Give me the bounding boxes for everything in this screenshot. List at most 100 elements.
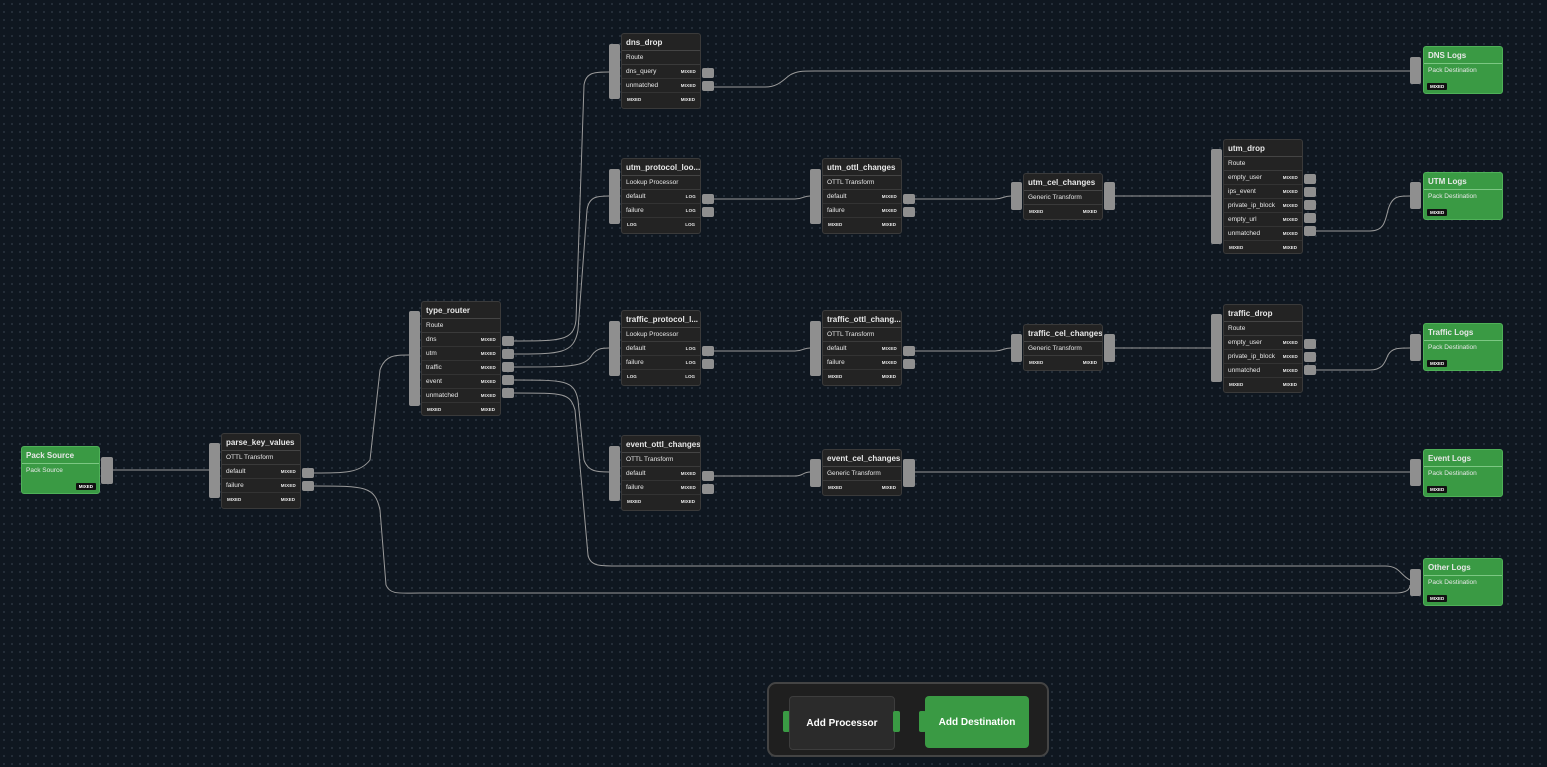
utm-logs-destination-node[interactable]: UTM Logs Pack Destination MIXED: [1423, 172, 1503, 220]
trottl-port-failure[interactable]: [903, 359, 915, 369]
traffic-ottl-changes-node[interactable]: traffic_ottl_chang... OTTL Transform def…: [822, 310, 902, 386]
wire-router-dnsdrop: [513, 71, 610, 342]
wire-trottl-trcel: [915, 347, 1012, 352]
utmottl-input-port[interactable]: [810, 169, 821, 224]
node-title: type_router: [422, 302, 500, 319]
evcel-output-port[interactable]: [903, 459, 915, 487]
trlookup-port-failure[interactable]: [702, 359, 714, 369]
utmottl-port-failure[interactable]: [903, 207, 915, 217]
evottl-port-default[interactable]: [702, 471, 714, 481]
dnsdrop-port-unmatched[interactable]: [702, 81, 714, 91]
node-type: OTTL Transform: [823, 176, 901, 190]
traffic-protocol-lookup-node[interactable]: traffic_protocol_l... Lookup Processor d…: [621, 310, 701, 386]
dnsdrop-port-dns-query[interactable]: [702, 68, 714, 78]
wire-router-evottl: [513, 379, 610, 473]
utmcel-input-port[interactable]: [1011, 182, 1022, 210]
other-logs-destination-node[interactable]: Other Logs Pack Destination MIXED: [1423, 558, 1503, 606]
utmlookup-port-failure[interactable]: [702, 207, 714, 217]
trdrop-port-private-ip-block[interactable]: [1304, 352, 1316, 362]
utmdrop-port-unmatched[interactable]: [1304, 226, 1316, 236]
event-logs-destination-node[interactable]: Event Logs Pack Destination MIXED: [1423, 449, 1503, 497]
event-ottl-changes-node[interactable]: event_ottl_changes OTTL Transform defaul…: [621, 435, 701, 511]
processor-right-handle: [893, 711, 900, 732]
router-port-utm[interactable]: [502, 349, 514, 359]
utmdrop-input-port[interactable]: [1211, 149, 1222, 244]
dnsdrop-input-port[interactable]: [609, 44, 620, 99]
processor-left-handle: [783, 711, 790, 732]
node-type: OTTL Transform: [622, 453, 700, 467]
node-type: OTTL Transform: [823, 328, 901, 342]
traffic-logs-destination-node[interactable]: Traffic Logs Pack Destination MIXED: [1423, 323, 1503, 371]
other-logs-input-port[interactable]: [1410, 569, 1421, 596]
utmottl-port-default[interactable]: [903, 194, 915, 204]
utmcel-output-port[interactable]: [1104, 182, 1115, 210]
add-destination-button[interactable]: Add Destination: [925, 696, 1029, 748]
node-badge: MIXED: [1427, 83, 1448, 90]
traffic-cel-changes-node[interactable]: traffic_cel_changes Generic Transform MI…: [1023, 324, 1103, 371]
pack-source-node[interactable]: Pack Source Pack Source MIXED: [21, 446, 100, 494]
evottl-port-failure[interactable]: [702, 484, 714, 494]
event-cel-changes-node[interactable]: event_cel_changes Generic Transform MIXE…: [822, 449, 902, 496]
trdrop-port-unmatched[interactable]: [1304, 365, 1316, 375]
utmdrop-port-ips-event[interactable]: [1304, 187, 1316, 197]
parse-port-failure[interactable]: [302, 481, 314, 491]
utmdrop-port-empty-url[interactable]: [1304, 213, 1316, 223]
trottl-port-default[interactable]: [903, 346, 915, 356]
utmdrop-port-empty-user[interactable]: [1304, 174, 1316, 184]
parse-port-default[interactable]: [302, 468, 314, 478]
router-input-port[interactable]: [409, 311, 420, 406]
wire-dnsdrop-dns: [714, 70, 1410, 88]
router-port-event[interactable]: [502, 375, 514, 385]
node-title: UTM Logs: [1424, 173, 1502, 190]
trdrop-port-empty-user[interactable]: [1304, 339, 1316, 349]
trcel-input-port[interactable]: [1011, 334, 1022, 362]
router-port-unmatched[interactable]: [502, 388, 514, 398]
traffic-logs-input-port[interactable]: [1410, 334, 1421, 361]
node-type: Route: [1224, 322, 1302, 336]
utm-protocol-lookup-node[interactable]: utm_protocol_loo... Lookup Processor def…: [621, 158, 701, 234]
router-port-dns[interactable]: [502, 336, 514, 346]
dns-logs-destination-node[interactable]: DNS Logs Pack Destination MIXED: [1423, 46, 1503, 94]
trlookup-port-default[interactable]: [702, 346, 714, 356]
utm-logs-input-port[interactable]: [1410, 182, 1421, 209]
trcel-output-port[interactable]: [1104, 334, 1115, 362]
add-processor-button[interactable]: Add Processor: [789, 696, 895, 750]
utmdrop-port-private-ip-block[interactable]: [1304, 200, 1316, 210]
dns-logs-input-port[interactable]: [1410, 57, 1421, 84]
node-title: utm_protocol_loo...: [622, 159, 700, 176]
evcel-input-port[interactable]: [810, 459, 821, 487]
pack-source-output-port[interactable]: [101, 457, 113, 484]
node-title: traffic_drop: [1224, 305, 1302, 322]
utmlookup-input-port[interactable]: [609, 169, 620, 224]
parse-input-port[interactable]: [209, 443, 220, 498]
evottl-input-port[interactable]: [609, 446, 620, 501]
event-logs-input-port[interactable]: [1410, 459, 1421, 486]
trdrop-input-port[interactable]: [1211, 314, 1222, 382]
utmlookup-port-default[interactable]: [702, 194, 714, 204]
router-port-traffic[interactable]: [502, 362, 514, 372]
trottl-input-port[interactable]: [810, 321, 821, 376]
trlookup-input-port[interactable]: [609, 321, 620, 376]
